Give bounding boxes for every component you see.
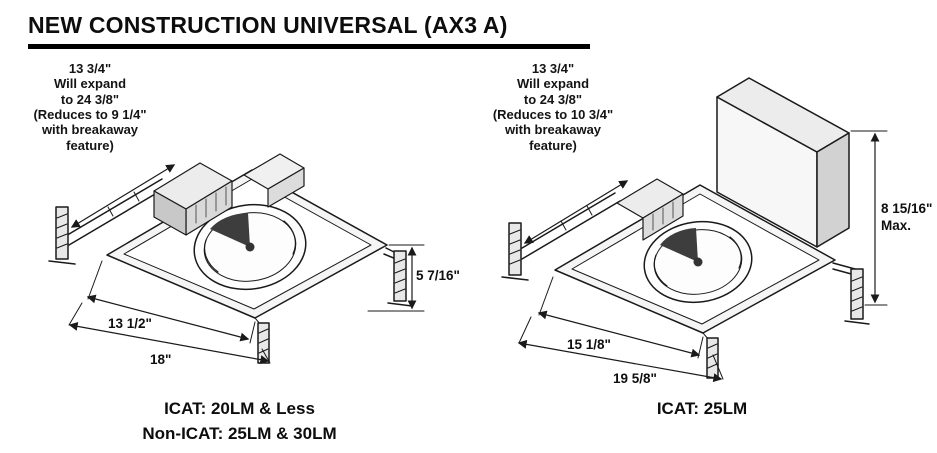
width-dimensions bbox=[68, 260, 271, 365]
height-dimension bbox=[367, 244, 425, 312]
housing-drawing-right bbox=[501, 77, 888, 383]
figure-icat-20lm: 13 3/4" Will expand to 24 3/8" (Reduces … bbox=[12, 55, 467, 446]
page-header: NEW CONSTRUCTION UNIVERSAL (AX3 A) bbox=[12, 12, 937, 49]
housing-drawing-left bbox=[48, 153, 425, 365]
driver-box bbox=[243, 153, 305, 208]
front-bracket bbox=[254, 317, 270, 364]
caption-right: ICAT: 25LM bbox=[467, 397, 937, 422]
lamp-aperture bbox=[643, 220, 753, 304]
inner-width-dim-label-left: 13 1/2" bbox=[108, 316, 152, 331]
figures-row: 13 3/4" Will expand to 24 3/8" (Reduces … bbox=[12, 55, 937, 446]
outer-width-dim-label-left: 18" bbox=[150, 352, 172, 367]
front-bracket bbox=[702, 332, 719, 379]
hanger-bar-right bbox=[383, 247, 413, 307]
hanger-bar-right bbox=[832, 262, 870, 325]
expand-dimension bbox=[70, 164, 176, 228]
caption-right-line1: ICAT: 25LM bbox=[656, 399, 748, 418]
caption-left-line1: ICAT: 20LM & Less bbox=[164, 399, 315, 418]
width-dimensions bbox=[517, 276, 724, 383]
figure-icat-25lm: 13 3/4" Will expand to 24 3/8" (Reduces … bbox=[467, 55, 937, 422]
icat-enclosure-box bbox=[716, 77, 850, 248]
outer-width-dim-label-right: 19 5/8" bbox=[613, 371, 657, 386]
expand-dimension bbox=[523, 180, 629, 244]
inner-width-dim-label-right: 15 1/8" bbox=[567, 337, 611, 352]
lamp-aperture bbox=[193, 203, 307, 291]
caption-left: ICAT: 20LM & Less Non-ICAT: 25LM & 30LM bbox=[12, 397, 467, 446]
height-dimension bbox=[850, 130, 888, 306]
page-title: NEW CONSTRUCTION UNIVERSAL (AX3 A) bbox=[28, 12, 508, 38]
junction-box bbox=[616, 178, 684, 241]
expand-note-left: 13 3/4" Will expand to 24 3/8" (Reduces … bbox=[33, 61, 147, 153]
height-dim-label-right: 8 15/16" Max. bbox=[881, 201, 933, 233]
expand-note-right: 13 3/4" Will expand to 24 3/8" (Reduces … bbox=[492, 61, 614, 153]
title-underline bbox=[28, 44, 590, 49]
height-dim-label-left: 5 7/16" bbox=[416, 268, 460, 283]
caption-left-line2: Non-ICAT: 25LM & 30LM bbox=[142, 423, 337, 443]
